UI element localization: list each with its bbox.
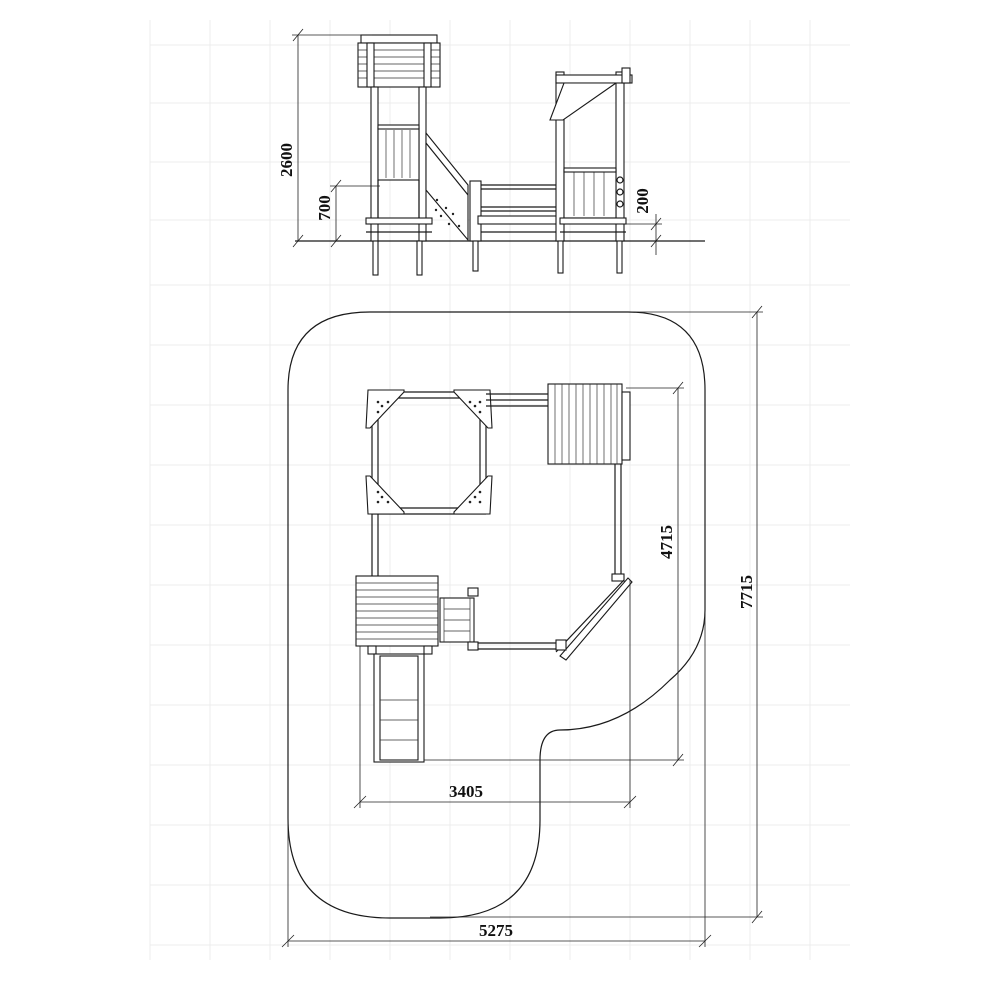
dim-700: 700 xyxy=(315,179,380,248)
dim-label-4715: 4715 xyxy=(657,525,676,559)
plan-left-connector xyxy=(371,514,379,576)
dim-2600: 2600 xyxy=(277,28,372,248)
plan-lower-rail xyxy=(478,639,567,651)
right-tower xyxy=(549,67,633,274)
climbing-ramp xyxy=(425,131,469,242)
plan-lower-roof xyxy=(355,575,439,655)
dim-label-5275: 5275 xyxy=(479,921,513,940)
elevation-view: 2600 700 200 xyxy=(277,28,705,276)
dim-200: 200 xyxy=(618,188,662,255)
bridge xyxy=(469,180,559,272)
dim-label-700: 700 xyxy=(315,195,334,221)
plan-top-beam xyxy=(486,393,548,407)
plan-left-tower xyxy=(365,389,493,515)
dim-label-2600: 2600 xyxy=(277,143,296,177)
dim-label-3405: 3405 xyxy=(449,782,483,801)
dim-label-7715: 7715 xyxy=(737,575,756,609)
dim-7715: 7715 xyxy=(430,305,763,924)
plan-slide xyxy=(373,653,425,763)
left-tower xyxy=(357,34,441,276)
plan-view: 4715 3405 7715 5275 xyxy=(281,305,763,948)
dim-3405: 3405 xyxy=(353,580,637,809)
dim-5275: 5275 xyxy=(281,600,712,948)
plan-right-roof xyxy=(547,383,631,465)
plan-right-rail xyxy=(555,464,633,661)
background-grid xyxy=(149,20,850,960)
plan-ladder xyxy=(439,587,479,651)
dim-label-200: 200 xyxy=(633,188,652,214)
dim-4715: 4715 xyxy=(424,381,684,767)
safety-zone-outline xyxy=(287,311,706,919)
